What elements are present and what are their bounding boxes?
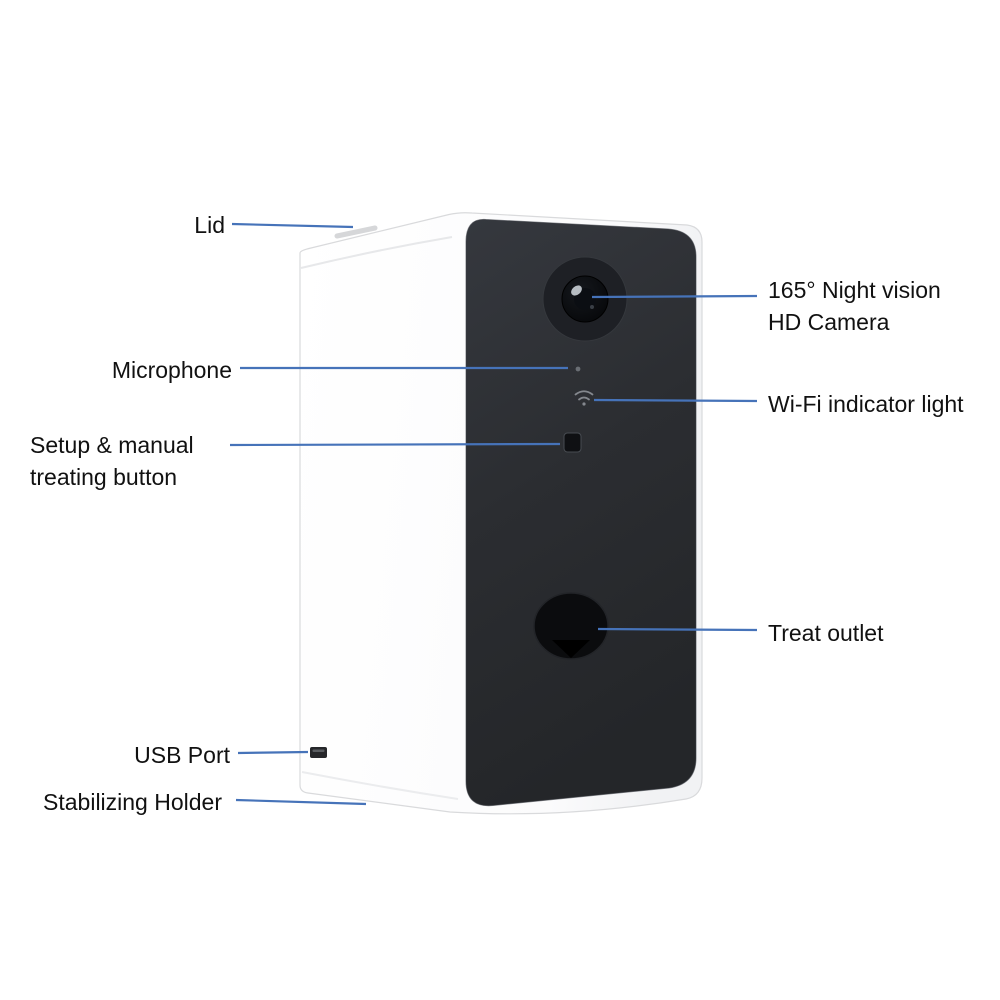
label-usb-port: USB Port xyxy=(134,742,230,768)
usb-port-slot xyxy=(310,747,327,758)
microphone-hole xyxy=(575,366,581,372)
front-panel xyxy=(465,218,697,807)
label-treat-outlet: Treat outlet xyxy=(768,620,884,646)
label-microphone: Microphone xyxy=(111,357,232,383)
treat-connector xyxy=(597,627,758,632)
stabilizing-holder-seam xyxy=(301,771,459,800)
label-setup-button: Setup & manual treating button xyxy=(30,432,194,491)
wifi-connector xyxy=(593,398,758,403)
stabilizer-connector xyxy=(235,798,367,806)
camera-lens xyxy=(542,256,628,342)
label-lid: Lid xyxy=(194,212,225,238)
lid-seam xyxy=(300,236,453,269)
setup-treat-button xyxy=(563,432,582,453)
setup-connector xyxy=(229,442,561,447)
usb-connector xyxy=(237,750,309,755)
lid-connector xyxy=(231,222,354,229)
wifi-indicator-icon xyxy=(574,390,594,406)
label-wifi-indicator: Wi-Fi indicator light xyxy=(768,391,964,417)
label-camera: 165° Night vision HD Camera xyxy=(768,277,941,336)
camera-connector xyxy=(591,294,758,299)
treat-outlet-hole xyxy=(533,592,609,660)
label-stabilizing-holder: Stabilizing Holder xyxy=(43,789,222,815)
connector-lines xyxy=(229,222,758,806)
lid-notch xyxy=(334,225,378,239)
